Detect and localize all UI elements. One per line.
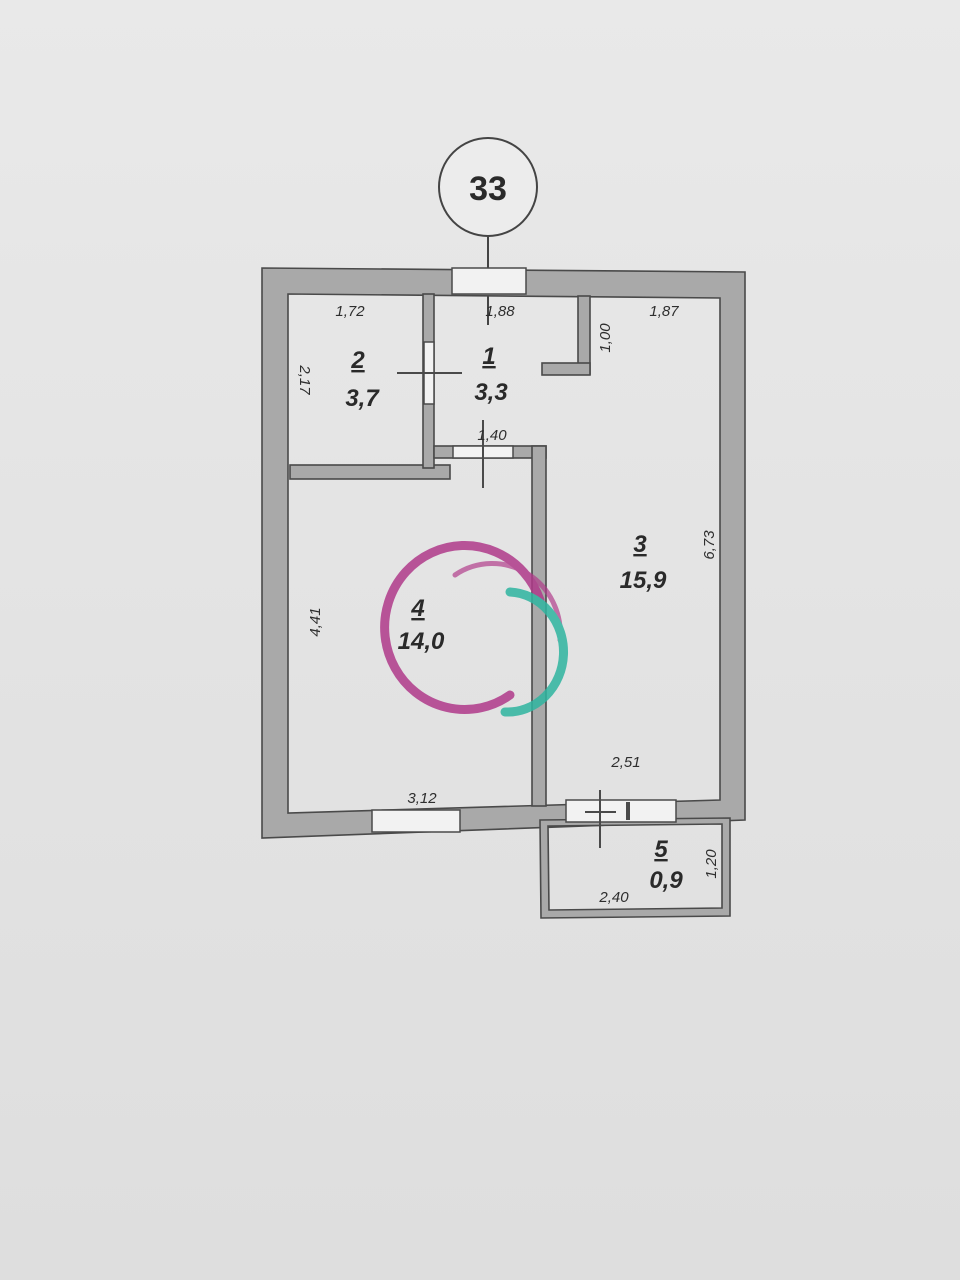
dim-room3-height: 6,73 [701, 530, 718, 560]
wall-niche-horizontal [541, 362, 591, 376]
room-5-number: 5 [654, 836, 668, 863]
room-4-number: 4 [410, 595, 424, 622]
room-3-number: 3 [633, 531, 647, 558]
dim-room1-door: 1,40 [477, 427, 507, 444]
outer-walls [261, 267, 746, 839]
wall-room4-right [531, 445, 547, 807]
dim-room4-height: 4,41 [307, 607, 324, 636]
dim-room5-height: 1,20 [703, 849, 720, 879]
watermark-arc-teal [500, 587, 568, 717]
door-balcony [565, 799, 677, 823]
dim-room5-width: 2,40 [598, 889, 629, 906]
room-4-area: 14,0 [398, 628, 445, 655]
room-1-number: 1 [482, 343, 495, 370]
dim-room2-width: 1,72 [335, 303, 365, 320]
room-1-area: 3,3 [474, 379, 508, 406]
dim-room3-bottom: 2,51 [610, 754, 640, 771]
dim-room4-width: 3,12 [407, 790, 437, 807]
room-2-area: 3,7 [345, 385, 380, 412]
balcony-walls [539, 817, 731, 919]
dim-room3-niche: 1,00 [597, 323, 614, 353]
room-3-area: 15,9 [620, 567, 667, 594]
unit-marker-circle [438, 137, 538, 237]
window-room4 [371, 809, 461, 833]
dim-room2-height: 2,17 [296, 364, 313, 395]
door-balcony-divider [626, 802, 630, 820]
dim-room1-width: 1,88 [485, 303, 515, 320]
dim-room3-width: 1,87 [649, 303, 679, 320]
room-2-number: 2 [350, 347, 365, 374]
watermark-logo [380, 541, 568, 717]
watermark-arc-pink [380, 541, 545, 714]
wall-room2-bottom [289, 464, 451, 480]
unit-number: 33 [469, 170, 507, 208]
room-5-area: 0,9 [649, 867, 683, 894]
entrance-door [451, 267, 527, 295]
